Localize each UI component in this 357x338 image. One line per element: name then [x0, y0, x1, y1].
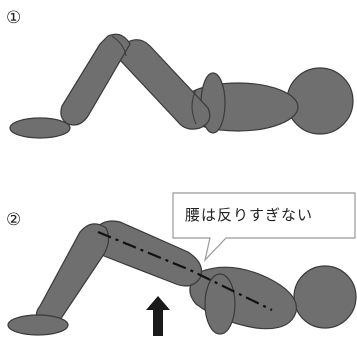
- up-arrow-icon: [146, 296, 170, 336]
- shin-shape: [36, 224, 108, 326]
- foot-shape: [10, 118, 70, 138]
- figure-hip-bridge: [0, 160, 357, 338]
- head-shape: [294, 266, 356, 328]
- shin-shape: [61, 34, 130, 125]
- step-1-panel: ①: [0, 0, 357, 160]
- step-2-panel: ② 腰は反りすぎない: [0, 160, 357, 338]
- figure-lying-bent-knees: [0, 0, 357, 160]
- thigh-shape: [119, 40, 210, 129]
- thigh-shape: [92, 221, 201, 286]
- foot-shape: [8, 315, 68, 335]
- arm-shape: [205, 274, 235, 334]
